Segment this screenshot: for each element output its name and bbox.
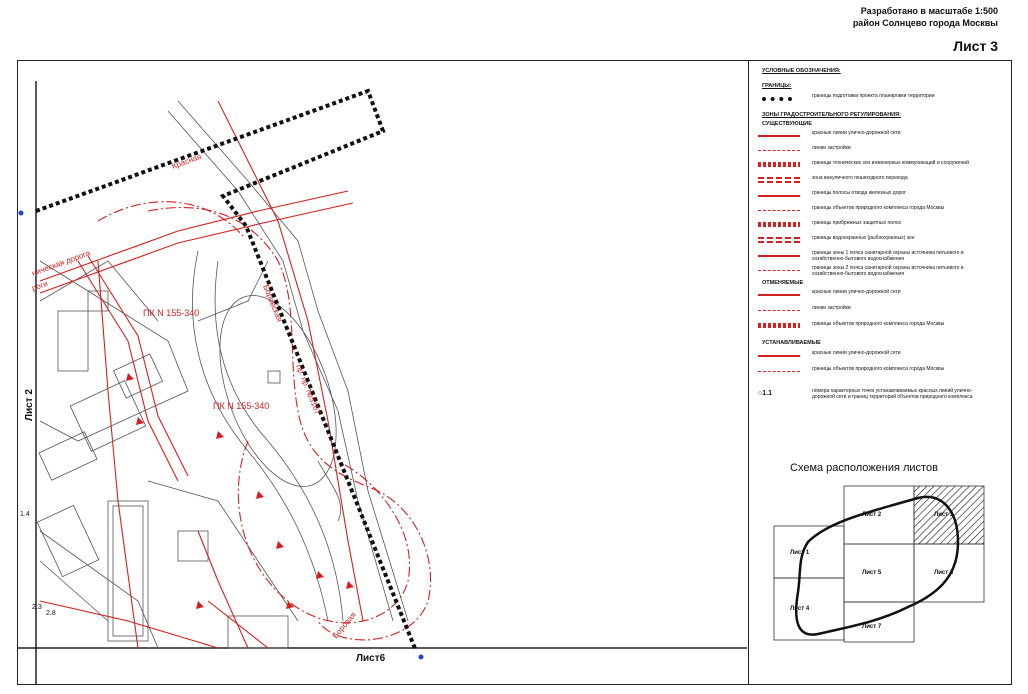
- legend-item-text: границы объектов природного комплекса го…: [812, 366, 945, 372]
- street-label: Боровая: [331, 610, 358, 640]
- legend-item: зона внеуличного пешеходного перехода: [758, 175, 998, 189]
- legend-symbol: [758, 135, 800, 137]
- map-canvas: Лист 2 Лист6 ПК N 155-340 ПК N 155-340 К…: [18, 81, 747, 684]
- legend-item-text: красные линии улично-дорожной сети: [812, 289, 901, 295]
- point-symbol: ○1.1: [758, 390, 772, 397]
- legend-item: границы объектов природного комплекса го…: [758, 321, 998, 335]
- legend-item-text: границы подготовки проекта планировки те…: [812, 93, 935, 99]
- legend-symbol: [758, 237, 800, 243]
- pk-label: ПК N 155-340: [213, 401, 269, 411]
- street-label: Красная: [171, 152, 203, 171]
- legend-item: границы зоны 2 пояса санитарной охраны и…: [758, 265, 998, 279]
- scale-text: Разработано в масштабе 1:500: [860, 6, 998, 16]
- district-text: район Солнцево города Москвы: [852, 18, 998, 28]
- legend-item: линии застройки: [758, 145, 998, 159]
- legend-symbol: [758, 177, 800, 183]
- mini-sheet-3-label: Лист 3: [934, 512, 954, 518]
- legend-section-zones: ЗОНЫ ГРАДОСТРОИТЕЛЬНОГО РЕГУЛИРОВАНИЯ:: [762, 112, 901, 118]
- point-symbol-label: 1.1: [762, 390, 772, 397]
- mini-map-title: Схема расположения листов: [790, 462, 938, 474]
- legend-item: границы водоохранных (рыбоохранных) зон: [758, 235, 998, 249]
- legend-item: красные линии улично-дорожной сети: [758, 289, 998, 303]
- red-regulation-lines: [39, 100, 432, 649]
- legend: УСЛОВНЫЕ ОБОЗНАЧЕНИЯ: ГРАНИЦЫ: границы п…: [758, 66, 1008, 466]
- legend-item: границы технических зон инженерных комму…: [758, 160, 998, 174]
- legend-symbol: [758, 222, 800, 227]
- mini-sheet-2-label: Лист 2: [862, 512, 882, 518]
- territory-outline: [794, 495, 960, 636]
- mini-sheet-5-label: Лист 5: [862, 570, 882, 576]
- blue-corner-point: [418, 654, 424, 660]
- drawing-frame: [17, 60, 1012, 685]
- legend-divider: [748, 60, 749, 685]
- street-label: Боровская: [261, 283, 284, 323]
- mini-sheet-6: [913, 543, 985, 603]
- legend-item: границы объектов природного комплекса го…: [758, 366, 998, 380]
- legend-item: ○1.1 номера характерных точек устанавлив…: [758, 388, 998, 416]
- legend-item: границы прибрежных защитных полос: [758, 220, 998, 234]
- legend-item-text: красные линии улично-дорожной сети: [812, 350, 901, 356]
- legend-symbol: [758, 162, 800, 167]
- legend-item-text: границы объектов природного комплекса го…: [812, 321, 945, 327]
- legend-item-text: границы объектов природного комплекса го…: [812, 205, 945, 211]
- legend-item-text: границы полосы отвода железных дорог: [812, 190, 906, 196]
- legend-section-existing: СУЩЕСТВУЮЩИЕ: [762, 121, 812, 127]
- legend-item-text: красные линии улично-дорожной сети: [812, 130, 901, 136]
- legend-item-text: номера характерных точек устанавливаемых…: [812, 388, 973, 400]
- legend-item: красные линии улично-дорожной сети: [758, 130, 998, 144]
- legend-item-text: границы прибрежных защитных полос: [812, 220, 902, 226]
- sheet-6-label: Лист6: [356, 653, 386, 664]
- project-border: [35, 88, 418, 652]
- legend-section-borders: ГРАНИЦЫ:: [762, 83, 792, 89]
- mini-map: Лист 1 Лист 2 Лист 3 Лист 4 Лист 5 Лист …: [773, 485, 985, 643]
- mini-sheet-7: [843, 601, 915, 643]
- blue-corner-point: [18, 210, 24, 216]
- legend-item-text: границы зоны 1 пояса санитарной охраны и…: [812, 250, 964, 262]
- legend-symbol: [758, 255, 800, 257]
- legend-symbol: [758, 195, 800, 197]
- dotted-border-symbol: [762, 97, 792, 101]
- legend-symbol: [758, 210, 800, 211]
- point-label: 1.4: [20, 511, 30, 518]
- legend-item: линии застройки: [758, 305, 998, 319]
- legend-symbol: [758, 150, 800, 151]
- legend-item: границы зоны 1 пояса санитарной охраны и…: [758, 250, 998, 264]
- legend-symbol: [758, 371, 800, 372]
- point-label: 2.3: [32, 604, 42, 611]
- legend-item: границы подготовки проекта планировки те…: [758, 93, 998, 107]
- mini-sheet-4-label: Лист 4: [790, 606, 810, 612]
- legend-symbol: [758, 323, 800, 328]
- pk-label: ПК N 155-340: [143, 308, 199, 318]
- mini-sheet-6-label: Лист 6: [934, 570, 954, 576]
- legend-item-text: границы зоны 2 пояса санитарной охраны и…: [812, 265, 964, 277]
- mini-sheet-1-label: Лист 1: [790, 550, 810, 556]
- red-markers: [126, 373, 354, 609]
- point-label: 2.8: [46, 610, 56, 617]
- legend-item: красные линии улично-дорожной сети: [758, 350, 998, 364]
- legend-item-text: линии застройки: [812, 305, 851, 311]
- legend-section-cancelled: ОТМЕНЯЕМЫЕ: [762, 280, 804, 286]
- legend-item-text: линии застройки: [812, 145, 851, 151]
- legend-section-established: УСТАНАВЛИВАЕМЫЕ: [762, 340, 821, 346]
- legend-title: УСЛОВНЫЕ ОБОЗНАЧЕНИЯ:: [762, 68, 841, 74]
- legend-item: границы полосы отвода железных дорог: [758, 190, 998, 204]
- legend-item-text: границы водоохранных (рыбоохранных) зон: [812, 235, 915, 241]
- legend-item: границы объектов природного комплекса го…: [758, 205, 998, 219]
- sheet-title: Лист 3: [953, 38, 998, 54]
- legend-symbol: [758, 294, 800, 296]
- sheet-2-label: Лист 2: [24, 389, 35, 421]
- legend-symbol: [758, 270, 800, 271]
- legend-symbol: [758, 310, 800, 311]
- legend-symbol: [758, 355, 800, 357]
- mini-sheet-7-label: Лист 7: [862, 624, 882, 630]
- legend-item-text: границы технических зон инженерных комму…: [812, 160, 969, 166]
- legend-item-text: зона внеуличного пешеходного перехода: [812, 175, 908, 181]
